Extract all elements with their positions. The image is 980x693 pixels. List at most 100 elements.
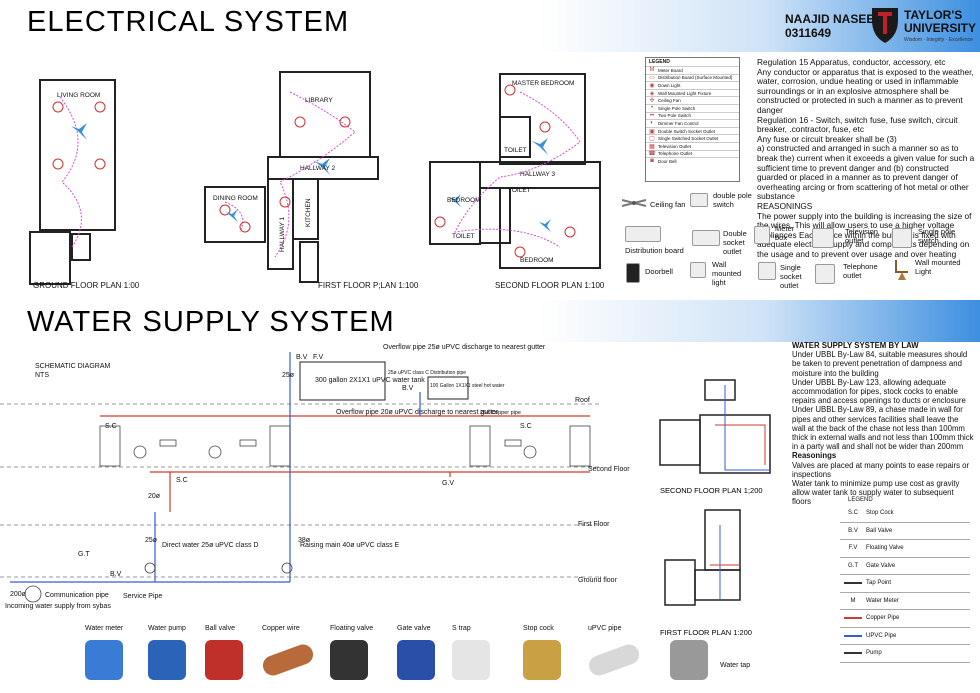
overflow-mid-label: Overflow pipe 20ø uPVC discharge to near… [336, 409, 499, 416]
legend-line-icon [844, 634, 862, 637]
water-legend-key: S.C [847, 510, 858, 517]
regulation-paragraph: Regulation 15 Apparatus, conductor, acce… [757, 57, 946, 67]
s-trap-icon [452, 640, 490, 680]
electrical-legend-label: Door Bell [658, 158, 677, 164]
electrical-legend-row: ◈Wall Mounted Light Fixture [646, 88, 739, 97]
electrical-legend-row: ••Two Pole Switch [646, 111, 739, 120]
electrical-legend-row: ▦Television Outlet [646, 141, 739, 150]
floating-valve-label: F.V [313, 354, 323, 361]
fixture-wall-light-a: Wall mounted light [712, 260, 742, 287]
electrical-legend-row: ◐Dimmer Fan Control [646, 119, 739, 127]
regulation-paragraph: Any fuse or circuit breaker shall be (3) [757, 133, 897, 144]
legend-symbol-icon: M [649, 67, 655, 74]
bylaw-paragraph: Valves are placed at many points to ease… [792, 460, 970, 479]
electrical-legend-label: Telephone Outlet [658, 151, 693, 157]
fixture-meter-box: Meter box [775, 224, 795, 242]
water-legend-label: UPVC Pipe [866, 632, 897, 639]
water-legend-label: Stop Cock [866, 510, 894, 517]
water-legend-label: Pump [866, 650, 882, 657]
regulation-paragraph: Any conductor or apparatus that is expos… [757, 66, 974, 115]
component-label: Water meter [85, 625, 124, 632]
water-legend-label: Copper Pipe [866, 615, 900, 622]
electrical-legend-row: • Single Pole Switch [646, 103, 739, 112]
regulation-paragraph: REASONINGS [757, 200, 813, 211]
wall-light-b-icon [895, 260, 908, 280]
fixture-single-socket: Single socket outlet [780, 263, 802, 290]
author-id: 0311649 [785, 26, 832, 40]
water-legend-label: Water Meter [866, 597, 899, 604]
component-label: Copper wire [262, 625, 300, 632]
room-label-hallway1: HALLWAY 1 [279, 216, 286, 252]
electrical-legend-label: Single Pole Switch [658, 105, 696, 111]
water-legend-key [840, 615, 866, 621]
water-legend-row: Copper Pipe [840, 610, 970, 628]
ball-valve-label-a: B.V [296, 354, 308, 361]
legend-symbol-icon: ◙ [650, 158, 654, 165]
university-crest-icon [872, 8, 898, 43]
electrical-legend-label: Television Outlet [658, 143, 692, 149]
legend-symbol-icon: ◐ [650, 120, 654, 127]
double-socket-icon [692, 230, 720, 246]
floating-valve-icon [330, 640, 368, 680]
incoming-supply-label: Incoming water supply from sybas [5, 603, 111, 610]
university-tagline: Wisdom · Integrity · Excellence [904, 37, 973, 43]
room-label-living: LIVING ROOM [57, 92, 100, 99]
water-legend-key: G.T [848, 562, 858, 569]
schematic-scale: NTS [35, 372, 49, 379]
electrical-legend-label: Meter Board [658, 67, 683, 73]
legend-symbol-icon: ☎ [648, 151, 656, 158]
fixture-ceiling-fan: Ceiling fan [650, 200, 686, 209]
wall-light-a-icon [690, 262, 706, 278]
single-pole-icon [892, 228, 912, 248]
electrical-legend-label: Double Switch Socket Outlet [658, 128, 716, 134]
level-first-floor: First Floor [578, 521, 610, 528]
caption-water-first-floor: FIRST FLOOR PLAN 1:200 [660, 628, 752, 637]
stop-cock-icon [523, 640, 561, 680]
water-schematic-drawing: SCHEMATIC DIAGRAM NTS Overflow pipe 25ø … [0, 344, 630, 610]
water-legend-key [840, 650, 866, 656]
room-label-dining: DINING ROOM [213, 195, 258, 202]
electrical-legend-label: Down Light [658, 82, 681, 88]
component-label: Water tap [720, 662, 751, 669]
component-label: Gate valve [397, 625, 431, 632]
regulation-paragraph: The power supply into the building is in… [757, 210, 972, 259]
legend-line-icon [844, 582, 862, 585]
bylaw-paragraph: Under UBBL By-Law 123, allowing adequate… [792, 377, 966, 406]
water-legend-key [840, 580, 866, 586]
fixture-tv-outlet: Television outlet [845, 227, 878, 245]
fixture-double-socket: Double socket outlet [723, 229, 747, 256]
schematic-title: SCHEMATIC DIAGRAM [35, 363, 110, 370]
room-label-toilet-b: TOILET [452, 233, 475, 240]
room-label-bedroom-a: BEDROOM [447, 197, 481, 204]
room-label-library: LIBRARY [305, 97, 333, 104]
electrical-legend-row: ▣Double Switch Socket Outlet [646, 126, 739, 135]
legend-symbol-icon: ◈ [649, 90, 655, 97]
water-floor-plans-drawing: SECOND FLOOR PLAN 1;200 FIRST FLOOR PLAN… [659, 379, 771, 637]
single-socket-icon [758, 262, 776, 280]
component-label: uPVC pipe [588, 625, 622, 632]
legend-line-icon [844, 617, 862, 620]
legend-symbol-icon: ▦ [649, 143, 655, 150]
water-legend-row: Tap Point [840, 575, 970, 593]
level-roof: Roof [575, 397, 590, 404]
hot-water-tank [427, 376, 469, 400]
stop-cock-label-a: S.C [105, 423, 117, 430]
fixture-double-pole: double pole switch [713, 191, 752, 209]
raising-main-label: Raising main 40ø uPVC class E [300, 542, 400, 549]
room-label-master: MASTER BEDROOM [512, 80, 574, 87]
water-legend-row: Pump [840, 645, 970, 663]
component-label: Floating valve [330, 625, 374, 632]
legend-symbol-icon: • [650, 105, 654, 112]
diameter-38-label: 38ø [298, 537, 311, 544]
room-label-kitchen: KITCHEN [305, 198, 312, 227]
electrical-legend-row: ▭Distribution Board (Surface Mounted) [646, 73, 739, 81]
water-legend-label: Gate Valve [866, 562, 896, 569]
diameter-200-label: 200ø [10, 591, 27, 598]
gate-valve-icon [397, 640, 435, 680]
fixture-doorbell: Doorbell [645, 267, 673, 276]
electrical-header-band [0, 0, 980, 52]
ceiling-fan-icon [621, 199, 647, 207]
